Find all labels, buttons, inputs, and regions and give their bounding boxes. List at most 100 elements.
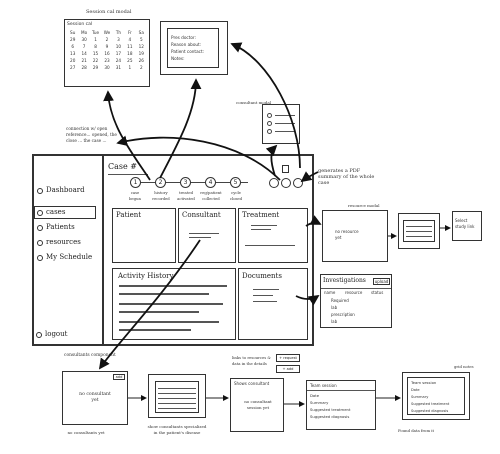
close-case-icon[interactable] bbox=[293, 178, 303, 188]
calendar-day[interactable]: 29 bbox=[92, 65, 99, 70]
step-2-label: history recorded bbox=[152, 190, 170, 201]
logout-icon bbox=[36, 332, 42, 338]
inv-header-resource: resource bbox=[345, 290, 363, 295]
investigations-title: Investigations bbox=[323, 277, 366, 284]
patient-panel-title: Patient bbox=[116, 211, 142, 219]
step-3-label: treated activated bbox=[177, 190, 195, 201]
calendar-month: Session cal bbox=[67, 22, 93, 27]
inv-row-2: lab bbox=[331, 305, 338, 310]
step-1: 1 bbox=[130, 177, 141, 188]
calendar-day[interactable]: 8 bbox=[94, 44, 97, 49]
document-icon bbox=[282, 165, 289, 173]
request-button[interactable]: + request bbox=[276, 354, 300, 362]
calendar-day[interactable]: 19 bbox=[138, 51, 144, 56]
calendar-day[interactable]: 3 bbox=[117, 37, 120, 42]
resource-list-sketch bbox=[398, 213, 440, 249]
sidebar-item-cases[interactable]: cases bbox=[46, 208, 66, 216]
calendar-day[interactable]: 23 bbox=[104, 58, 110, 63]
calendar-day[interactable]: 31 bbox=[115, 65, 122, 70]
patient-panel: Patient bbox=[112, 208, 176, 263]
calendar-day[interactable]: 25 bbox=[127, 58, 133, 63]
inv-row-3: prescription bbox=[331, 312, 355, 317]
calendar-day[interactable]: 16 bbox=[104, 51, 110, 56]
bottom-box-4: Shows consultant no consultant session y… bbox=[230, 378, 284, 432]
calendar-weekday: Su bbox=[70, 30, 76, 35]
calendar-day[interactable]: 5 bbox=[139, 37, 143, 42]
sidebar-divider bbox=[102, 156, 104, 344]
radio-2 bbox=[267, 121, 272, 126]
resource-empty-text: no resource yet bbox=[335, 229, 359, 240]
sidebar-item-resources[interactable]: resources bbox=[46, 238, 81, 246]
logout-link[interactable]: logout bbox=[45, 330, 68, 338]
history-icon[interactable] bbox=[269, 178, 279, 188]
calendar-day[interactable]: 9 bbox=[105, 44, 109, 49]
calendar-day[interactable]: 21 bbox=[81, 58, 87, 63]
calendar-day[interactable]: 20 bbox=[70, 58, 76, 63]
sidebar-item-dashboard[interactable]: Dashboard bbox=[46, 186, 85, 194]
step-2: 2 bbox=[155, 177, 166, 188]
calendar-day[interactable]: 6 bbox=[71, 44, 75, 49]
step-5-label: cycle closed bbox=[229, 190, 243, 201]
calendar-day[interactable]: 2 bbox=[139, 65, 143, 70]
bottom-add-button[interactable]: add bbox=[113, 374, 125, 380]
investigations-sketch: Investigations upload name resource stat… bbox=[320, 274, 392, 328]
calendar-day[interactable]: 29 bbox=[70, 37, 76, 42]
treatment-panel: Treatment bbox=[238, 208, 308, 263]
calendar-day[interactable]: 15 bbox=[92, 51, 99, 56]
shows-consultants-note: show consultants specialized in the pati… bbox=[147, 424, 207, 435]
top-left-note: connection w/ open reference... opened, … bbox=[66, 126, 117, 143]
calendar-day[interactable]: 18 bbox=[127, 51, 133, 56]
inv-header-status: status bbox=[371, 290, 384, 295]
step-1-label: case begun bbox=[129, 190, 141, 201]
calendar-day[interactable]: 28 bbox=[81, 65, 87, 70]
resource-modal-sketch: no resource yet bbox=[322, 210, 388, 262]
calendar-day[interactable]: 11 bbox=[127, 44, 133, 49]
found-data-note: Found data from it bbox=[398, 428, 434, 433]
step-4-label: reg/patient collected bbox=[200, 190, 222, 201]
calendar-day[interactable]: 1 bbox=[128, 65, 132, 70]
box4-text: no consultant session yet bbox=[244, 399, 272, 410]
pdf-icon[interactable] bbox=[281, 178, 291, 188]
grid-notes-label: grid notes bbox=[454, 364, 474, 369]
links-note: links to resources & data in the details bbox=[232, 355, 271, 366]
calendar-day[interactable]: 30 bbox=[81, 37, 87, 42]
radio-3 bbox=[267, 129, 272, 134]
calendar-day[interactable]: 24 bbox=[115, 58, 122, 63]
box6-row-4: Suggested diagnosis bbox=[411, 409, 449, 413]
activity-panel-title: Activity History bbox=[118, 272, 174, 280]
sidebar-item-patients[interactable]: Patients bbox=[46, 223, 75, 231]
pdf-note: generates a PDF summary of the whole cas… bbox=[318, 168, 375, 186]
calendar-day[interactable]: 1 bbox=[94, 37, 97, 42]
calendar-day[interactable]: 27 bbox=[70, 65, 76, 70]
steps-track bbox=[136, 182, 248, 184]
session-modal-sketch: Pres doctor: Reason about: Patient conta… bbox=[160, 21, 228, 75]
calendar-day[interactable]: 17 bbox=[115, 51, 122, 56]
calendar-day[interactable]: 12 bbox=[138, 44, 144, 49]
dashboard-icon bbox=[37, 188, 43, 194]
sidebar-item-schedule[interactable]: My Schedule bbox=[46, 253, 93, 261]
calendar-weekday: Fr bbox=[127, 30, 132, 35]
inv-row-4: lab bbox=[331, 319, 338, 324]
upload-button[interactable]: upload bbox=[373, 278, 390, 285]
documents-panel: Documents bbox=[238, 268, 308, 340]
calendar-day[interactable]: 7 bbox=[82, 44, 86, 49]
consultant-panel: Consultant bbox=[178, 208, 236, 263]
calendar-day[interactable]: 30 bbox=[104, 65, 110, 70]
calendar-day[interactable]: 10 bbox=[115, 44, 122, 49]
calendar-day[interactable]: 4 bbox=[128, 37, 132, 42]
calendar-day[interactable]: 26 bbox=[138, 58, 144, 63]
consultants-component-note: consultants component bbox=[64, 353, 116, 358]
patients-icon bbox=[37, 225, 43, 231]
study-link-sketch: Select study link bbox=[452, 211, 482, 241]
no-consultants-note: no consultants yet bbox=[67, 430, 105, 435]
sidebar-item-cases-highlight[interactable] bbox=[34, 206, 96, 219]
calendar-day[interactable]: 14 bbox=[81, 51, 87, 56]
calendar-day[interactable]: 22 bbox=[92, 58, 99, 63]
no-consultant-text: no consultant yet bbox=[79, 392, 111, 403]
box5-row-2: Summary bbox=[310, 400, 329, 405]
calendar-day[interactable]: 13 bbox=[70, 51, 76, 56]
box5-row-4: Suggested diagnosis bbox=[310, 414, 350, 419]
calendar-day[interactable]: 2 bbox=[105, 37, 109, 42]
add-session-button[interactable]: + add bbox=[276, 365, 300, 373]
